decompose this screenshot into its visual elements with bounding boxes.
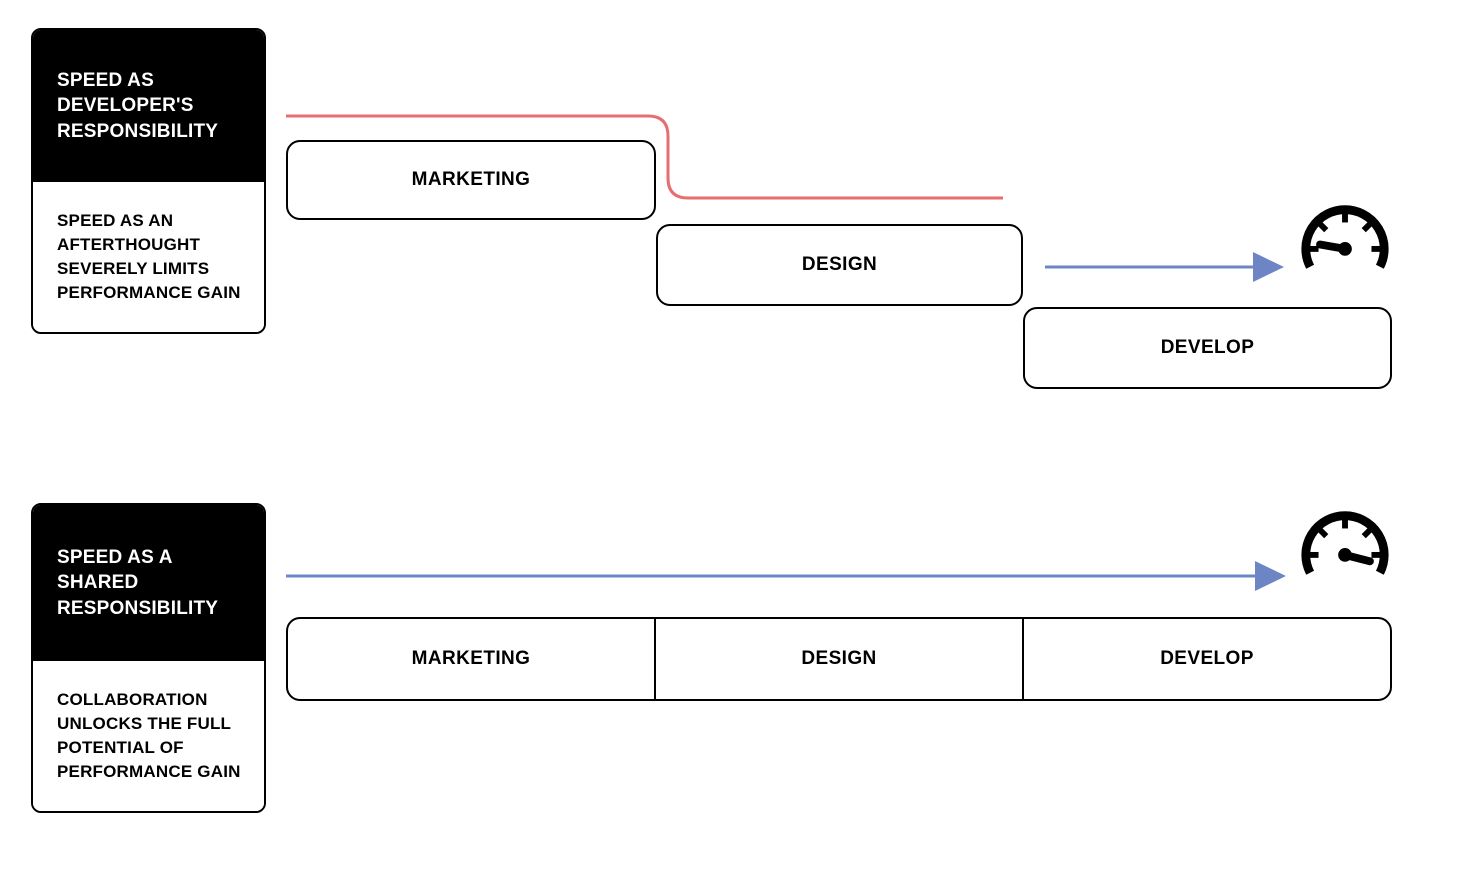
shared-card-title: SPEED AS A SHARED RESPONSIBILITY <box>33 505 264 661</box>
waterfall-card-title: SPEED AS DEVELOPER'S RESPONSIBILITY <box>33 30 264 182</box>
waterfall-stage-develop: DEVELOP <box>1023 307 1392 389</box>
waterfall-speed-arrow <box>1045 252 1284 282</box>
shared-stage-design: DESIGN <box>654 619 1022 699</box>
shared-stage-marketing: MARKETING <box>288 619 654 699</box>
speedometer-low-icon <box>1301 205 1389 269</box>
stage-label: DEVELOP <box>1160 337 1255 358</box>
waterfall-info-card: SPEED AS DEVELOPER'S RESPONSIBILITY SPEE… <box>31 28 266 334</box>
shared-stage-develop: DEVELOP <box>1022 619 1390 699</box>
waterfall-stage-design: DESIGN <box>656 224 1023 306</box>
shared-speed-arrow <box>286 561 1286 591</box>
shared-stage-row: MARKETING DESIGN DEVELOP <box>286 617 1392 701</box>
stage-label: MARKETING <box>411 648 531 669</box>
shared-info-card: SPEED AS A SHARED RESPONSIBILITY COLLABO… <box>31 503 266 813</box>
stage-label: DESIGN <box>801 648 877 669</box>
stage-label: MARKETING <box>411 169 531 190</box>
waterfall-card-description: SPEED AS AN AFTERTHOUGHT SEVERELY LIMITS… <box>33 182 264 332</box>
stage-label: DEVELOP <box>1160 648 1254 669</box>
waterfall-stage-marketing: MARKETING <box>286 140 656 220</box>
shared-card-description: COLLABORATION UNLOCKS THE FULL POTENTIAL… <box>33 661 264 811</box>
speedometer-high-icon <box>1301 511 1389 575</box>
stage-label: DESIGN <box>801 254 878 275</box>
